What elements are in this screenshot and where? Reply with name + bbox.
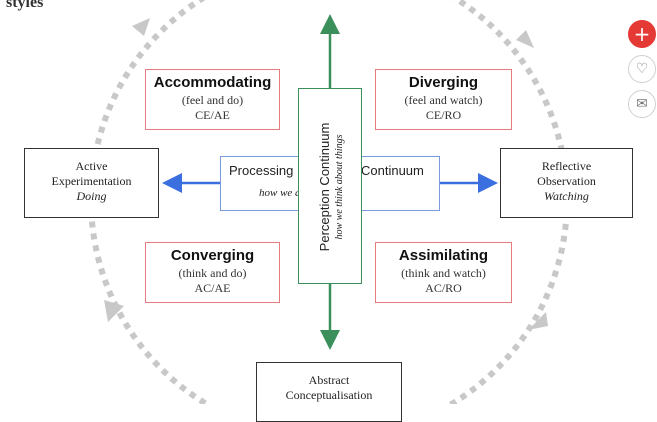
quadrant-code: CE/AE (195, 107, 230, 122)
quadrant-code: AC/RO (425, 280, 462, 295)
side-line1: Active (75, 159, 108, 173)
processing-label: Processing (229, 163, 294, 178)
side-mode: Doing (76, 189, 107, 203)
share-toolbar: + ♡ ✉ (628, 20, 656, 125)
page-heading: styles (6, 0, 44, 11)
quadrant-title: Assimilating (398, 247, 489, 264)
side-line2: Experimentation (51, 174, 132, 188)
perception-text: Perception Continuum how we think about … (317, 92, 345, 282)
side-line1: Reflective (541, 159, 592, 173)
cycle-arrowhead-bottom-left (104, 300, 124, 322)
continuum-label: Continuum (361, 163, 424, 178)
quadrant-desc: (feel and do) (181, 92, 244, 107)
abstract-conceptualisation-box: Abstract Conceptualisation (256, 362, 402, 422)
perception-continuum-box: Perception Continuum how we think about … (298, 88, 362, 284)
quadrant-code: AC/AE (194, 280, 231, 295)
quadrant-desc: (feel and watch) (404, 92, 483, 107)
cycle-arrowhead-bottom-right (528, 312, 548, 330)
side-line1: Abstract (308, 373, 350, 387)
active-experimentation-box: Active Experimentation Doing (24, 148, 159, 218)
mail-icon[interactable]: ✉ (628, 90, 656, 118)
reflective-observation-box: Reflective Observation Watching (500, 148, 633, 218)
quadrant-title: Accommodating (153, 74, 272, 91)
side-line2: Conceptualisation (285, 388, 373, 402)
quadrant-desc: (think and watch) (401, 265, 486, 280)
quadrant-diverging: Diverging (feel and watch) CE/RO (375, 69, 512, 130)
heart-icon[interactable]: ♡ (628, 55, 656, 83)
cycle-arrowhead-top-right (516, 30, 534, 48)
quadrant-converging: Converging (think and do) AC/AE (145, 242, 280, 303)
quadrant-code: CE/RO (425, 107, 462, 122)
perception-sub: how we think about things (334, 134, 345, 240)
quadrant-assimilating: Assimilating (think and watch) AC/RO (375, 242, 512, 303)
cycle-arrowhead-top-left (132, 18, 150, 36)
quadrant-title: Diverging (408, 74, 479, 91)
quadrant-desc: (think and do) (178, 265, 247, 280)
side-line2: Observation (537, 174, 596, 188)
side-mode: Watching (544, 189, 589, 203)
quadrant-title: Converging (170, 247, 255, 264)
plus-icon[interactable]: + (628, 20, 656, 48)
quadrant-accommodating: Accommodating (feel and do) CE/AE (145, 69, 280, 130)
perception-label: Perception Continuum (317, 122, 332, 252)
